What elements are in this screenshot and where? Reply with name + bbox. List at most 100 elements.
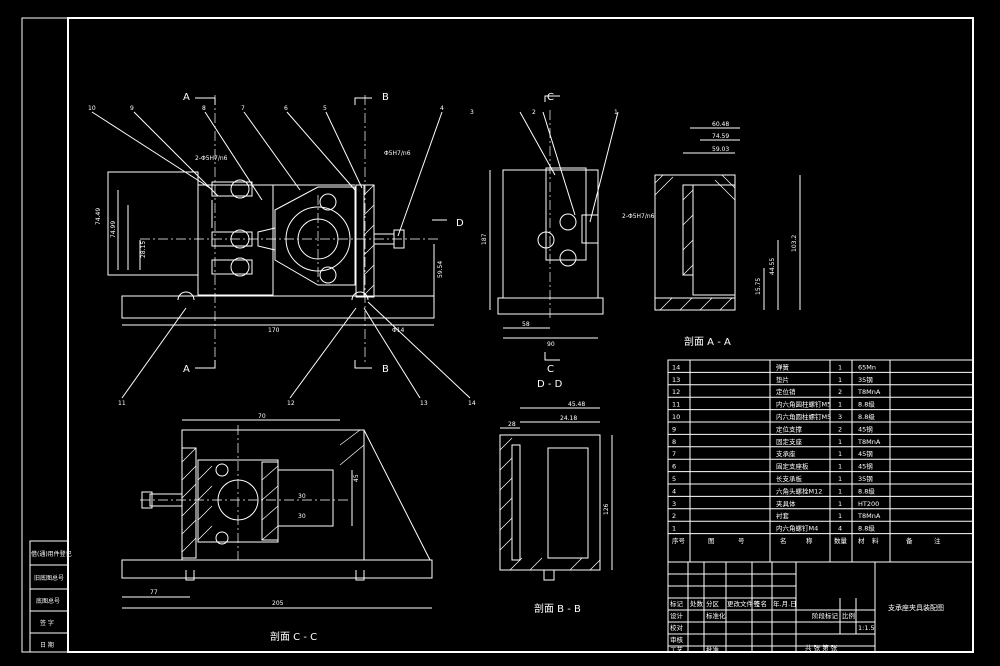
- dim-58: 58: [522, 321, 530, 328]
- bom-cell-qty: 1: [838, 363, 842, 371]
- left-block: [107, 171, 199, 276]
- fit-phi5: Φ5H7/n6: [384, 150, 411, 157]
- bom-cell-mat: 35钢: [858, 475, 873, 483]
- bom-header-cell: 材: [858, 536, 865, 545]
- bom-cell-qty: 1: [838, 401, 842, 409]
- bom-cell-mat: 65Mn: [858, 363, 876, 371]
- side-r5: 日 期: [40, 641, 54, 649]
- bom-cell-qty: 1: [838, 500, 842, 508]
- dim-45: 45: [353, 474, 360, 482]
- balloon-3: 3: [470, 109, 474, 116]
- leaders: [91, 111, 471, 399]
- bom-cell-mat: T8MnA: [857, 438, 881, 446]
- bom-cell-name: 定位支撑: [776, 424, 803, 433]
- cut-b-bottom: B: [382, 364, 389, 375]
- tb-sign: 签名: [754, 599, 767, 608]
- bom-cell-qty: 3: [838, 413, 842, 421]
- bom-cell-name: 内六角螺钉M4: [776, 524, 818, 533]
- side-view-c: [489, 95, 619, 361]
- bom-cell-name: 弹簧: [776, 362, 790, 371]
- balloon-11: 11: [118, 400, 126, 407]
- bom-cell-qty: 1: [838, 512, 842, 520]
- bom-cell-name: 长支承板: [776, 474, 803, 483]
- tb-mark: 标记: [670, 599, 684, 608]
- side-r2: 旧底图总号: [34, 574, 64, 582]
- scale-label: 比例: [842, 611, 855, 620]
- clamp-body: [197, 184, 274, 296]
- dim-187: 187: [481, 233, 488, 245]
- inner-frame: [67, 17, 974, 653]
- title-block: [667, 561, 974, 653]
- base-plate: [121, 295, 435, 319]
- dim-70: 70: [258, 413, 266, 420]
- bom-cell-mat: T8MnA: [857, 388, 881, 396]
- side-r1: 借(通)用件登记: [31, 550, 72, 558]
- dim-98.64: 74.49: [95, 208, 102, 225]
- dim-126: 126: [603, 503, 610, 515]
- tb-count: 处数: [690, 599, 704, 608]
- bom-cell-no: 13: [672, 376, 680, 384]
- balloon-5: 5: [323, 105, 327, 112]
- bom-header-cell: 序号: [672, 536, 686, 545]
- section-bb-title: 剖面 B - B: [534, 602, 581, 615]
- bom-header-cell: 备: [906, 536, 913, 545]
- cut-a-top: A: [183, 92, 190, 103]
- bom-cell-qty: 1: [838, 487, 842, 495]
- bom-header-cell: 料: [872, 536, 879, 545]
- stage-label: 阶段标记: [812, 611, 839, 620]
- dim-90: 90: [547, 341, 555, 348]
- bom-cell-name: 垫片: [776, 375, 789, 384]
- bom-cell-mat: 45钢: [858, 450, 873, 458]
- balloon-7: 7: [241, 105, 245, 112]
- cut-c-top: C: [547, 92, 554, 103]
- bom-cell-name: 内六角圆柱螺钉M5: [776, 400, 831, 409]
- bom-cell-name: 衬套: [776, 511, 790, 520]
- tb-doc: 更改文件号: [727, 599, 760, 608]
- dim-74.49: 59.54: [437, 261, 444, 278]
- side-r3: 底图总号: [36, 597, 60, 605]
- bom-cell-name: 六角头螺栓M12: [776, 486, 822, 495]
- bom-cell-no: 11: [672, 401, 680, 409]
- bom-header-cell: 号: [738, 537, 745, 545]
- balloon-9: 9: [130, 105, 134, 112]
- bolt-1: [211, 181, 253, 197]
- bom-cell-mat: 8.8级: [858, 412, 875, 421]
- dim-205: 205: [272, 600, 284, 607]
- bom-cell-name: 定位销: [776, 387, 796, 396]
- tb-std: 标准化: [706, 611, 726, 620]
- section-cc: [121, 419, 433, 609]
- bom-cell-qty: 1: [838, 450, 842, 458]
- bom-cell-mat: 8.8级: [858, 486, 875, 495]
- dim-103.2: 103.2: [791, 235, 798, 252]
- dim-170: 170: [268, 327, 280, 334]
- dim-59.03: 59.03: [712, 146, 729, 153]
- bom-cell-name: 夹具体: [776, 499, 796, 508]
- dim-30b: 30: [298, 513, 306, 520]
- bom-header-cell: 注: [934, 536, 941, 545]
- long-support-plate: [355, 184, 365, 298]
- bom-cell-qty: 1: [838, 376, 842, 384]
- tb-approve: 审核: [670, 635, 684, 644]
- cut-markers: [195, 97, 447, 369]
- cut-a-bottom: A: [183, 364, 190, 375]
- bom-header-cell: 图: [708, 537, 715, 545]
- bom-cell-mat: 8.8级: [858, 400, 875, 409]
- bom-cell-no: 12: [672, 388, 680, 396]
- bom-header-cell: 称: [806, 536, 813, 545]
- side-r4: 签 字: [40, 619, 54, 627]
- section-dd-title: D - D: [537, 379, 563, 390]
- tb-ratify: 批准: [706, 645, 720, 654]
- bom-cell-qty: 2: [838, 388, 842, 396]
- balloon-1: 1: [614, 109, 618, 116]
- balloon-2: 2: [532, 109, 536, 116]
- bom-cell-mat: 8.8级: [858, 524, 875, 533]
- balloon-10: 10: [88, 105, 96, 112]
- tb-date: 年.月.日: [773, 599, 797, 608]
- bom-cell-mat: 45钢: [858, 425, 873, 433]
- dim-24.18: 24.18: [560, 415, 577, 422]
- bom-cell-mat: HT200: [858, 500, 879, 508]
- tb-check: 校对: [670, 623, 684, 632]
- bom-cell-qty: 1: [838, 438, 842, 446]
- dim-77: 77: [150, 589, 158, 596]
